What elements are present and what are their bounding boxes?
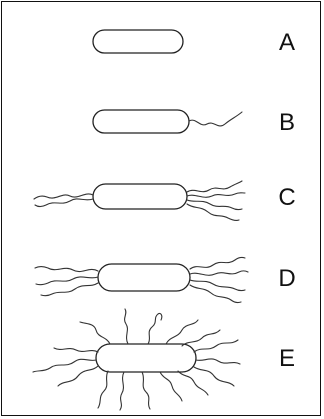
panel-e-flagellum-right-3: [194, 367, 234, 386]
panel-c-label: C: [274, 186, 300, 210]
panel-e-flagellum-top-3: [148, 313, 162, 344]
panel-a-label: A: [274, 31, 300, 55]
panel-e-flagellum-top-1: [80, 322, 110, 344]
panel-c-bacterium: [34, 181, 245, 220]
panel-c-flagellum-left-1: [34, 194, 93, 199]
panel-e-bacterium: [33, 309, 240, 410]
panel-c-cell-body: [93, 184, 187, 209]
panel-d-label: D: [274, 267, 300, 291]
panel-b-cell-body: [93, 110, 189, 133]
panel-e-flagellum-bottom-2: [120, 372, 124, 410]
panel-a-cell-body: [93, 30, 183, 53]
panel-e-flagellum-top-4: [166, 320, 198, 344]
panel-b-label: B: [274, 111, 300, 135]
panel-a-bacterium: [93, 30, 183, 53]
panel-e-flagellum-top-2: [125, 309, 128, 344]
panel-d-bacterium: [35, 257, 248, 302]
panel-d-flagellum-right-4: [190, 285, 241, 303]
panel-c-flagellum-right-2: [187, 193, 245, 198]
panel-e-flagellum-top-5: [182, 330, 220, 346]
panel-e-flagellum-right-1: [194, 340, 238, 352]
panel-e-flagellum-left-1: [54, 348, 98, 352]
panel-c-flagellum-right-3: [187, 200, 242, 210]
panel-e-cell-body: [96, 344, 196, 372]
panel-e-flagellum-bottom-5: [178, 371, 208, 395]
panel-d-flagellum-right-3: [190, 280, 245, 291]
panel-d-flagellum-left-3: [41, 283, 98, 296]
panel-b-bacterium: [93, 110, 242, 133]
panel-c-flagellum-right-4: [187, 204, 239, 220]
panel-e-flagellum-right-2: [196, 359, 240, 364]
panel-d-flagellum-right-1: [190, 257, 245, 269]
panel-e-label: E: [274, 347, 300, 371]
panel-d-flagellum-left-2: [36, 277, 98, 285]
panel-d-flagellum-left-1: [35, 267, 98, 272]
panel-e-flagellum-bottom-3: [142, 372, 150, 409]
panel-c-flagellum-right-1: [187, 181, 242, 192]
panel-b-flagellum: [189, 112, 242, 126]
panel-c-flagellum-left-2: [35, 199, 93, 207]
panel-d-cell-body: [98, 264, 190, 291]
panel-e-flagellum-bottom-1: [98, 371, 108, 408]
panel-e-flagellum-left-3: [58, 366, 98, 386]
panel-e-flagellum-bottom-4: [160, 372, 182, 401]
panel-d-flagellum-right-2: [190, 271, 248, 275]
